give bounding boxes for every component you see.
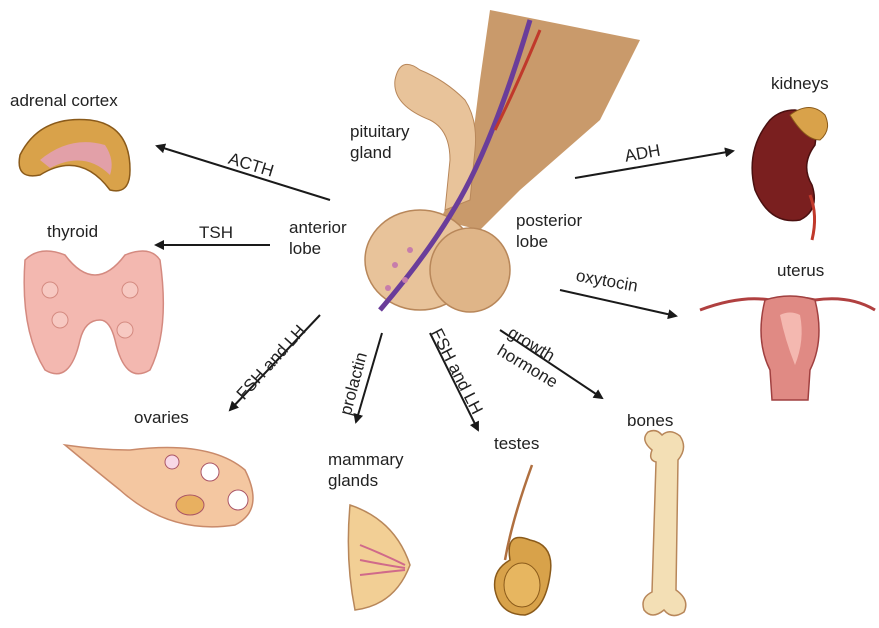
pituitary-gland-label: pituitary gland: [350, 121, 410, 163]
uterus-illustration: [700, 296, 875, 400]
adrenal-cortex-label: adrenal cortex: [10, 90, 118, 111]
adrenal-cortex-illustration: [19, 119, 130, 190]
arrow-oxytocin: [560, 290, 676, 316]
testes-illustration: [495, 465, 551, 615]
mammary-glands-label: mammary glands: [328, 449, 404, 491]
thyroid-illustration: [24, 251, 163, 374]
bones-label: bones: [627, 410, 673, 431]
tsh-label: TSH: [199, 222, 233, 243]
kidneys-label: kidneys: [771, 73, 829, 94]
ovaries-label: ovaries: [134, 407, 189, 428]
uterus-label: uterus: [777, 260, 824, 281]
ovary-illustration: [65, 445, 253, 527]
thyroid-label: thyroid: [47, 221, 98, 242]
posterior-lobe-label: posterior lobe: [516, 210, 582, 252]
kidney-illustration: [752, 108, 827, 241]
bone-illustration: [643, 431, 686, 616]
anterior-lobe-label: anterior lobe: [289, 217, 347, 259]
testes-label: testes: [494, 433, 539, 454]
mammary-gland-illustration: [348, 505, 410, 610]
